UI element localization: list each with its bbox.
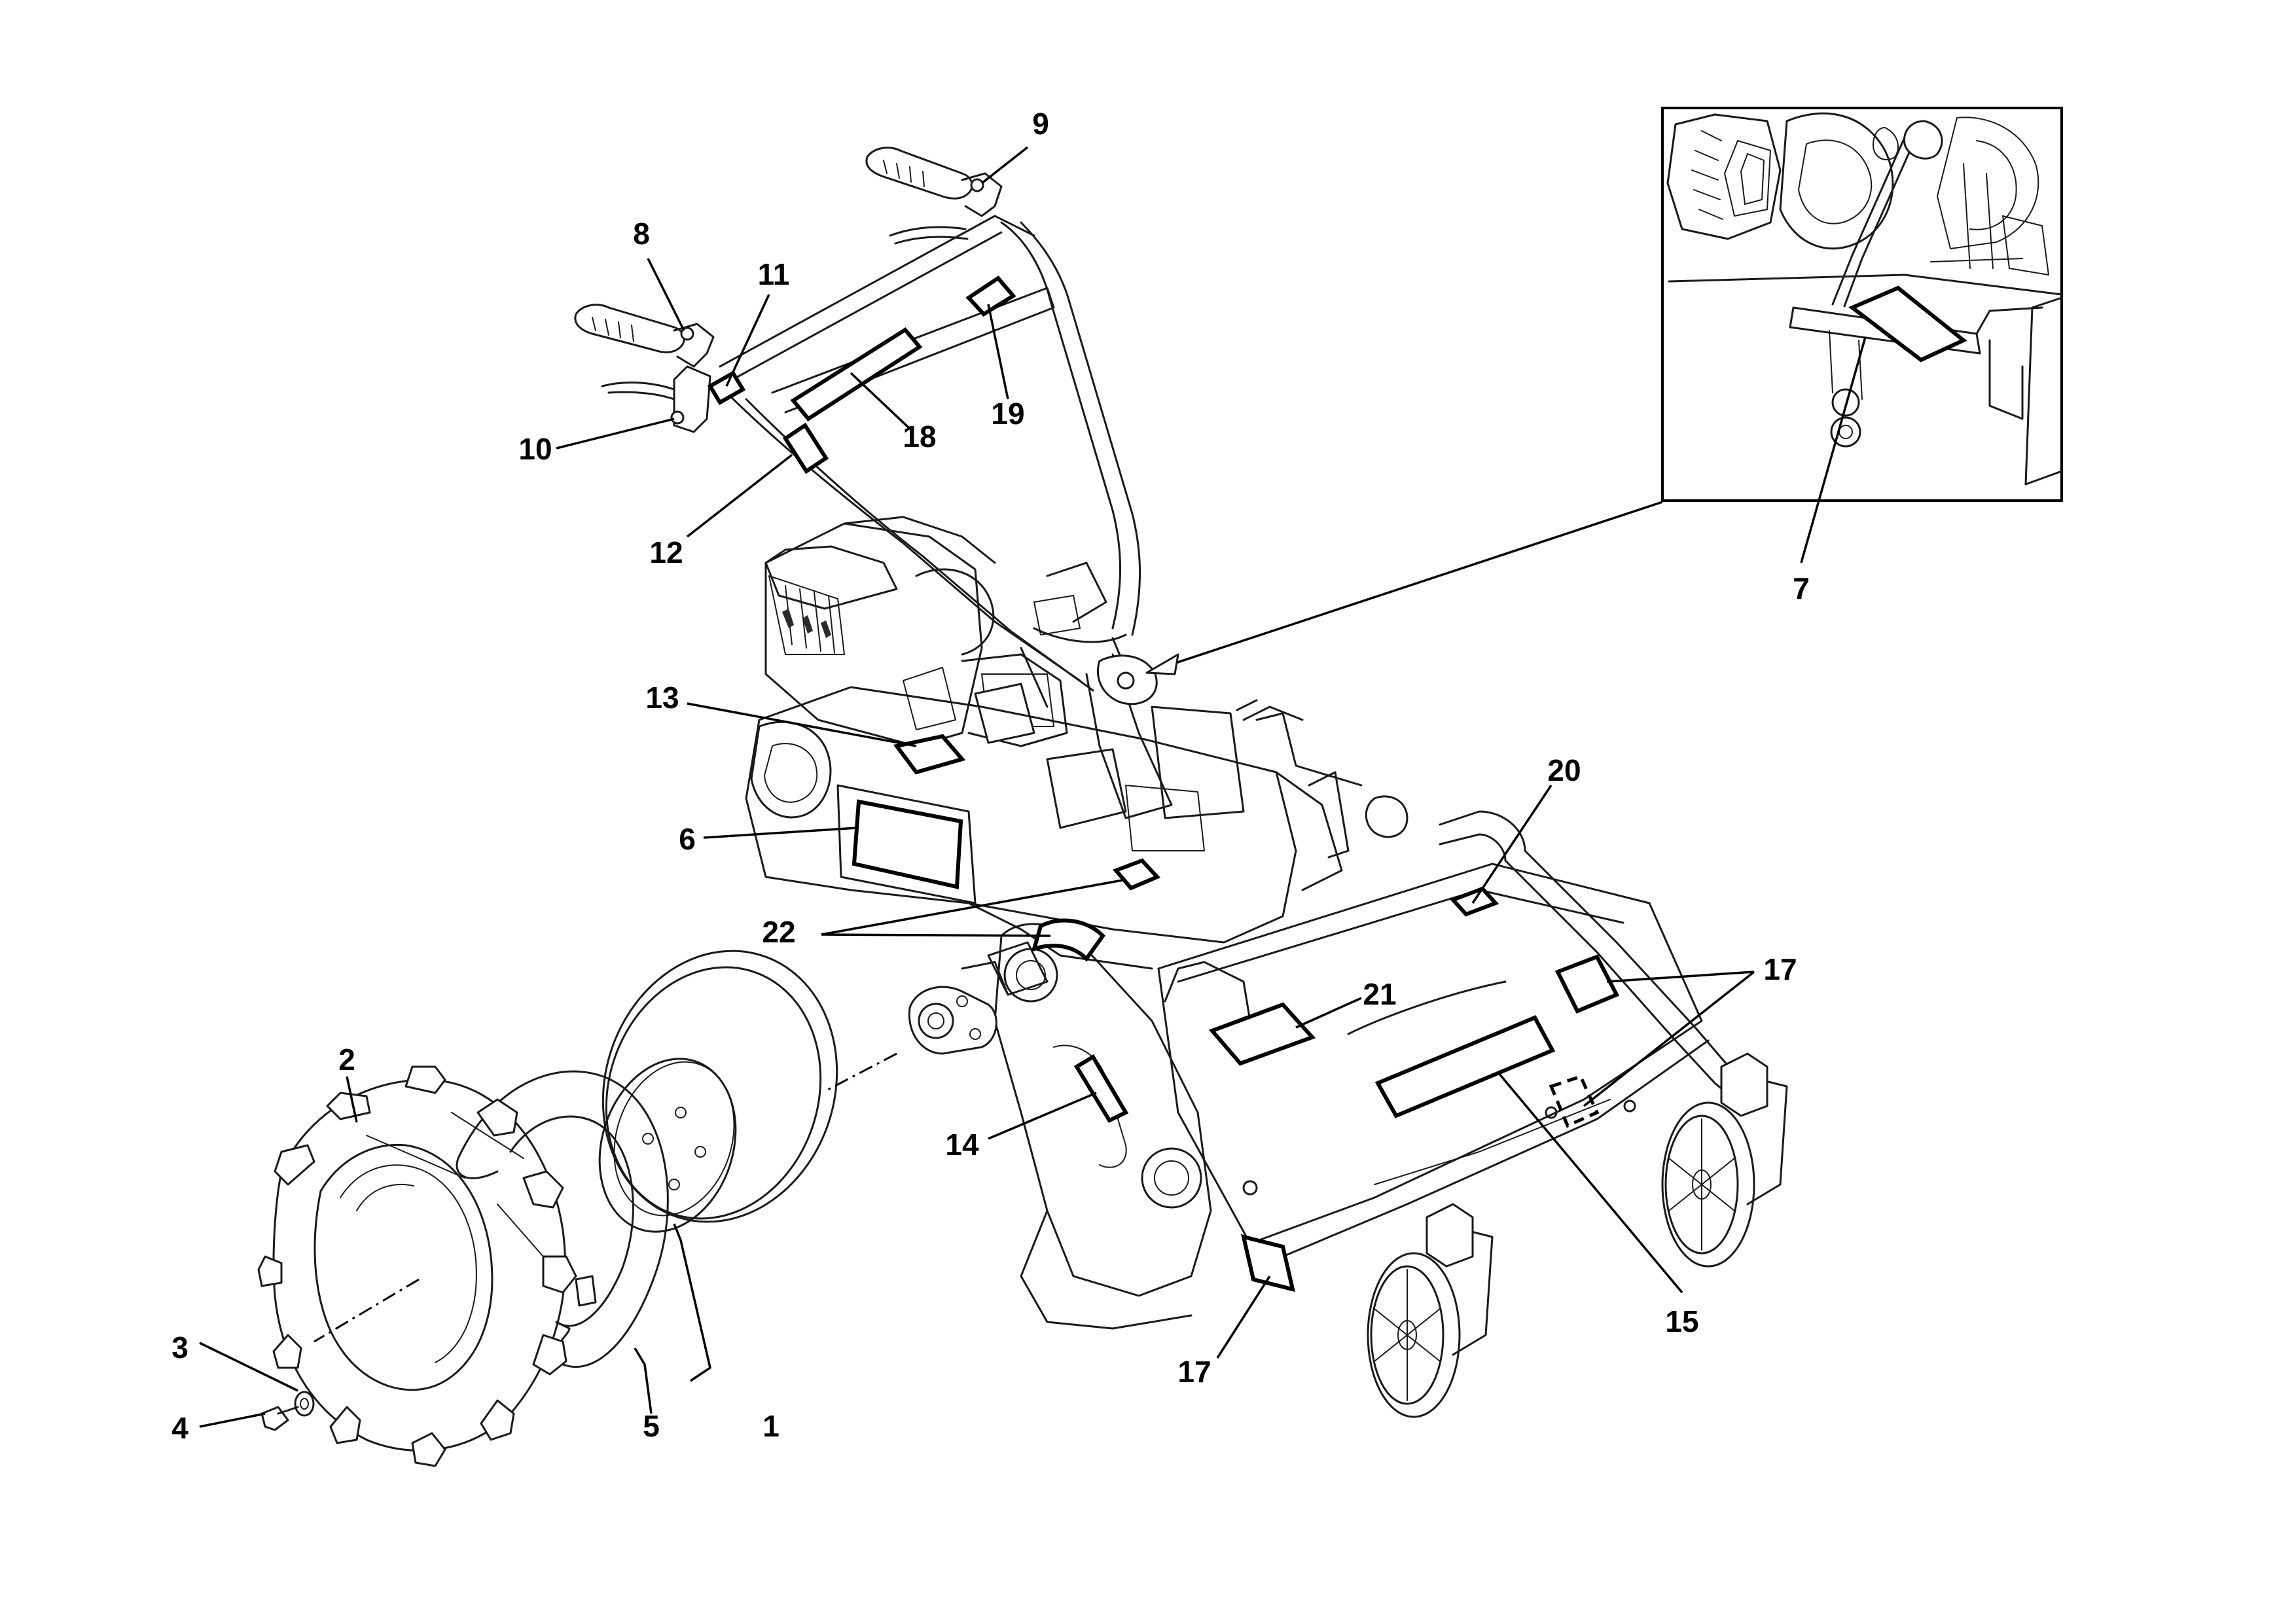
leader-19 (987, 304, 1009, 400)
callout-12: 12 (649, 535, 683, 569)
inset-pointer-line (1151, 501, 1663, 672)
decal-22b-label (1031, 918, 1105, 962)
leader-21 (1295, 997, 1362, 1029)
callout-9: 9 (1032, 107, 1049, 141)
leader-3 (199, 1342, 298, 1392)
decal-17-deck-label (1554, 954, 1620, 1014)
callout-4: 4 (171, 1411, 188, 1445)
leader-22a (821, 879, 1123, 936)
castor-wheel-icon (1367, 1052, 1788, 1418)
leader-17a (1606, 971, 1755, 983)
decal-7-label (1848, 285, 1967, 363)
leader-2 (346, 1076, 358, 1123)
marker-9 (970, 178, 984, 192)
decal-6-label (852, 799, 963, 889)
castor-wheel-left (1367, 1203, 1494, 1418)
inner-tube-icon (456, 1070, 669, 1368)
callout-18: 18 (903, 419, 936, 454)
wheel-rim-icon (598, 950, 838, 1233)
inset-pointer-arrowhead (1145, 653, 1179, 675)
leader-8 (647, 258, 685, 331)
leader-10 (556, 418, 675, 450)
leader-12 (686, 454, 793, 538)
callout-15: 15 (1665, 1304, 1698, 1338)
drive-cover-icon (994, 923, 1212, 1330)
wheel-axis-line (827, 1052, 897, 1091)
decal-17-side-label (1240, 1234, 1296, 1293)
leader-11 (725, 294, 770, 387)
decal-13-label (893, 734, 966, 775)
callout-21: 21 (1363, 977, 1396, 1011)
callout-10: 10 (518, 432, 552, 466)
callout-20: 20 (1547, 753, 1581, 787)
bolt-icon (260, 1406, 299, 1431)
leader-17b (1583, 971, 1755, 1107)
callout-5: 5 (643, 1409, 660, 1443)
leader-9 (980, 146, 1029, 185)
leader-lines (199, 146, 1867, 1428)
leader-5 (634, 1347, 653, 1414)
leader-20 (1471, 785, 1552, 904)
marker-10 (670, 410, 685, 425)
washer-icon (294, 1391, 315, 1417)
leader-17c (1216, 1275, 1271, 1359)
leader-14 (988, 1092, 1097, 1140)
paddle-tyre-icon (257, 1065, 577, 1467)
callout-19: 19 (991, 397, 1024, 431)
decal-17-hidden-label (1549, 1074, 1600, 1128)
callout-17-bottom: 17 (1177, 1355, 1211, 1389)
callout-8: 8 (633, 217, 650, 251)
callout-14: 14 (945, 1128, 979, 1162)
leader-7 (1800, 336, 1867, 563)
decal-21-label (1208, 1002, 1316, 1066)
chassis-icon (745, 686, 1408, 970)
wheel-hub-icon (908, 941, 1049, 1055)
engine-throttle-detail-icon (1666, 112, 2063, 486)
castor-wheel-right (1661, 1052, 1788, 1268)
callout-6: 6 (679, 822, 696, 856)
callout-3: 3 (171, 1330, 188, 1364)
callout-17-top: 17 (1763, 952, 1797, 986)
engine-icon (764, 516, 1107, 747)
marker-8 (680, 327, 694, 341)
decal-12-label (782, 422, 829, 474)
leader-22b (821, 933, 1051, 937)
decal-11-label (707, 370, 746, 406)
callout-1: 1 (762, 1409, 780, 1443)
decal-22a-label (1112, 858, 1161, 891)
leader-1 (673, 1223, 711, 1382)
handlebar-icon (574, 147, 1173, 819)
leader-15 (1498, 1072, 1683, 1294)
machine-assembly (257, 147, 1788, 1467)
decal-18-label (790, 327, 923, 421)
leader-6 (703, 827, 858, 839)
decal-14-label (1073, 1054, 1129, 1123)
callout-11: 11 (758, 257, 790, 291)
callout-7: 7 (1793, 571, 1810, 605)
decal-19-label (965, 276, 1016, 317)
decal-15-label (1374, 1015, 1556, 1118)
tyre-axis-line (314, 1278, 420, 1343)
inset-detail-view (1661, 107, 2063, 502)
callout-2: 2 (338, 1043, 355, 1077)
callout-labels: 1 2 3 4 5 6 7 8 9 10 11 12 13 14 15 17 1… (171, 107, 1810, 1445)
callout-13: 13 (645, 681, 679, 715)
leader-4 (199, 1412, 266, 1428)
leader-13 (687, 702, 917, 747)
leader-18 (850, 372, 911, 430)
callout-22: 22 (762, 915, 795, 949)
decals (707, 276, 1620, 1293)
